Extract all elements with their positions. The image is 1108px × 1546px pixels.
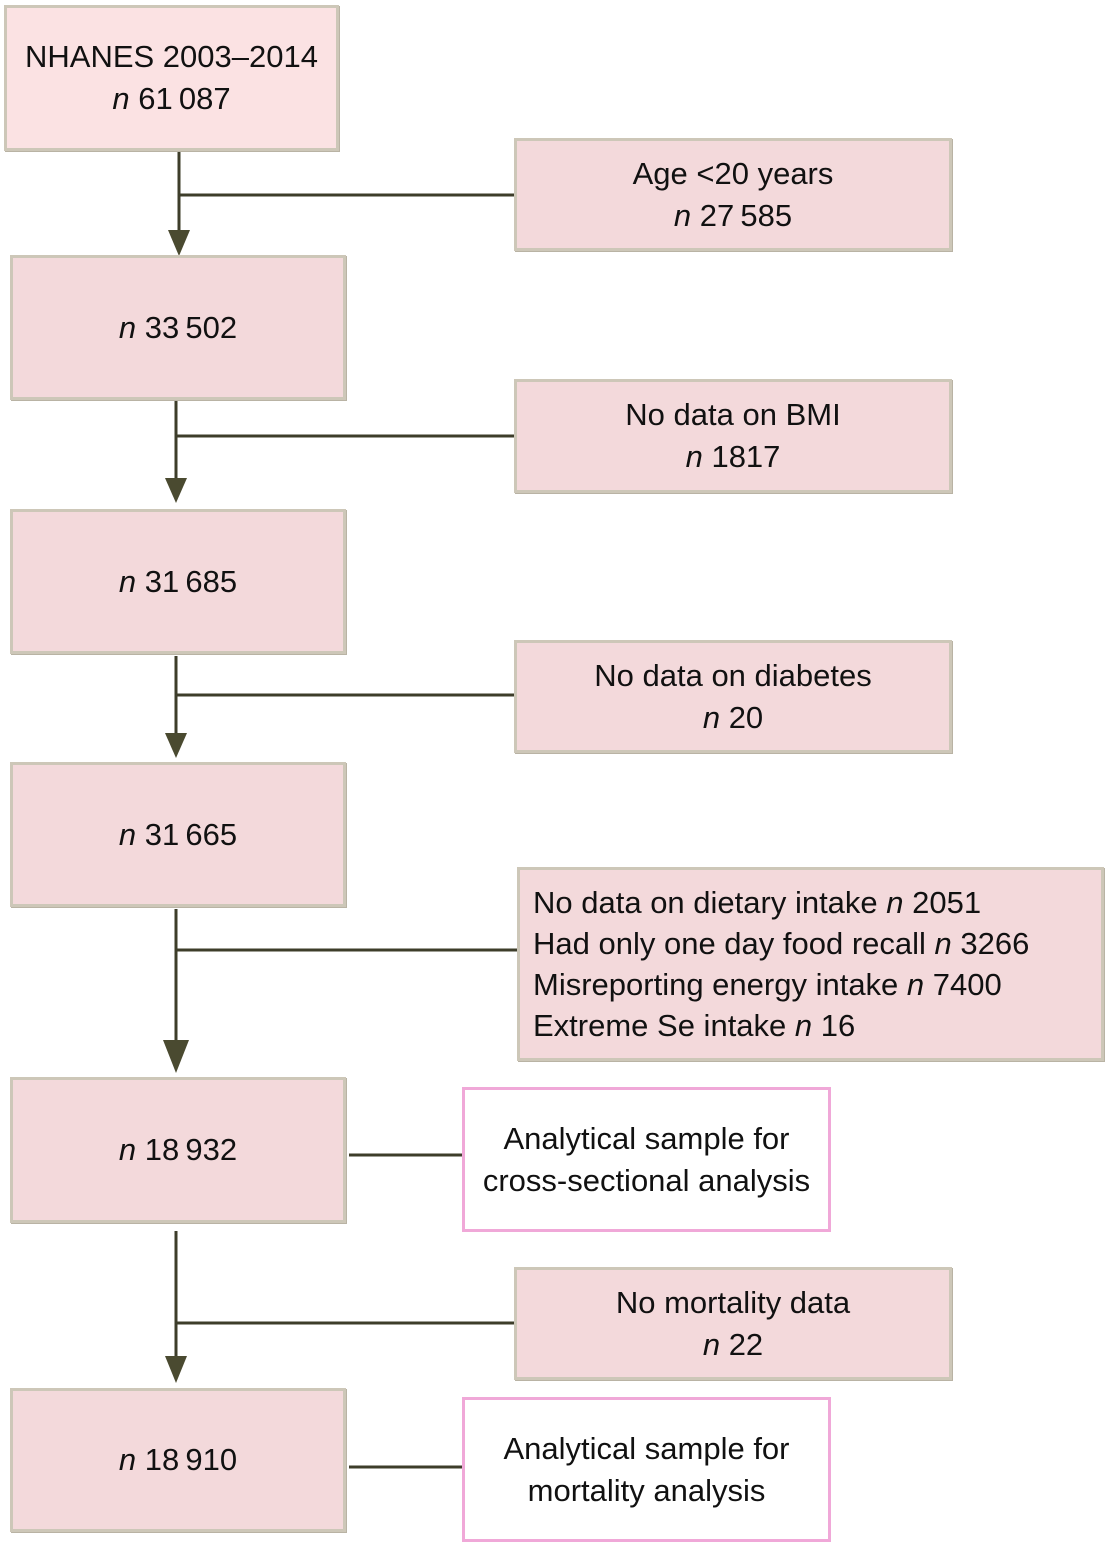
n-symbol: n <box>118 1132 137 1167</box>
arrow-head-2 <box>165 478 187 503</box>
n-symbol: n <box>702 699 721 735</box>
box-count: 18 932 <box>144 1132 238 1167</box>
n-symbol: n <box>118 1442 137 1477</box>
sample-mortality: Analytical sample for mortality analysis <box>462 1397 831 1542</box>
exclusion-label: No data on diabetes <box>594 657 872 693</box>
sample-line-2: cross-sectional analysis <box>482 1162 811 1198</box>
box-nhanes-total: NHANES 2003–2014 n 61 087 <box>4 5 339 151</box>
n-symbol: n <box>118 816 137 852</box>
exclusion-mortality: No mortality data n 22 <box>514 1267 952 1380</box>
box-count: 31 685 <box>144 563 238 599</box>
box-after-diabetes: n 31 665 <box>10 762 346 907</box>
arrow-head-5 <box>165 1356 187 1383</box>
exclusion-dietary: No data on dietary intake n 2051 Had onl… <box>517 867 1104 1061</box>
arrow-head-4 <box>163 1040 189 1073</box>
exclusion-label: No mortality data <box>615 1284 851 1320</box>
sample-line-2: mortality analysis <box>527 1472 766 1508</box>
box-after-bmi: n 31 685 <box>10 509 346 654</box>
box-label: NHANES 2003–2014 <box>25 39 318 74</box>
n-symbol: n <box>112 81 130 116</box>
n-symbol: n <box>118 309 137 345</box>
arrow-head-1 <box>168 230 190 256</box>
n-symbol: n <box>685 439 703 474</box>
n-symbol: n <box>702 1326 721 1362</box>
exclusion-age: Age <20 years n 27 585 <box>514 138 952 251</box>
exclusion-label: Age <20 years <box>632 155 834 191</box>
exclusion-item: Had only one day food recall n 3266 <box>533 926 1030 961</box>
box-count: 31 665 <box>144 816 238 852</box>
exclusion-item: Misreporting energy intake n 7400 <box>533 967 1002 1002</box>
exclusion-label: No data on BMI <box>625 397 841 432</box>
exclusion-count: 20 <box>728 699 764 735</box>
box-count: 33 502 <box>144 309 238 345</box>
sample-line-1: Analytical sample for <box>503 1430 790 1466</box>
sample-cross-sectional: Analytical sample for cross-sectional an… <box>462 1087 831 1232</box>
exclusion-item: Extreme Se intake n 16 <box>533 1008 856 1043</box>
sample-line-1: Analytical sample for <box>503 1120 790 1156</box>
arrow-head-3 <box>165 733 187 758</box>
box-count: 61 087 <box>138 81 231 116</box>
exclusion-diabetes: No data on diabetes n 20 <box>514 640 952 753</box>
box-mortality: n 18 910 <box>10 1388 346 1532</box>
box-cross-sectional: n 18 932 <box>10 1077 346 1223</box>
exclusion-bmi: No data on BMI n 1817 <box>514 379 952 493</box>
exclusion-count: 27 585 <box>699 197 793 233</box>
box-count: 18 910 <box>144 1442 238 1477</box>
box-after-age: n 33 502 <box>10 255 346 400</box>
n-symbol: n <box>118 563 137 599</box>
exclusion-item: No data on dietary intake n 2051 <box>533 885 982 920</box>
n-symbol: n <box>673 197 692 233</box>
exclusion-count: 22 <box>728 1326 764 1362</box>
exclusion-count: 1817 <box>711 439 781 474</box>
